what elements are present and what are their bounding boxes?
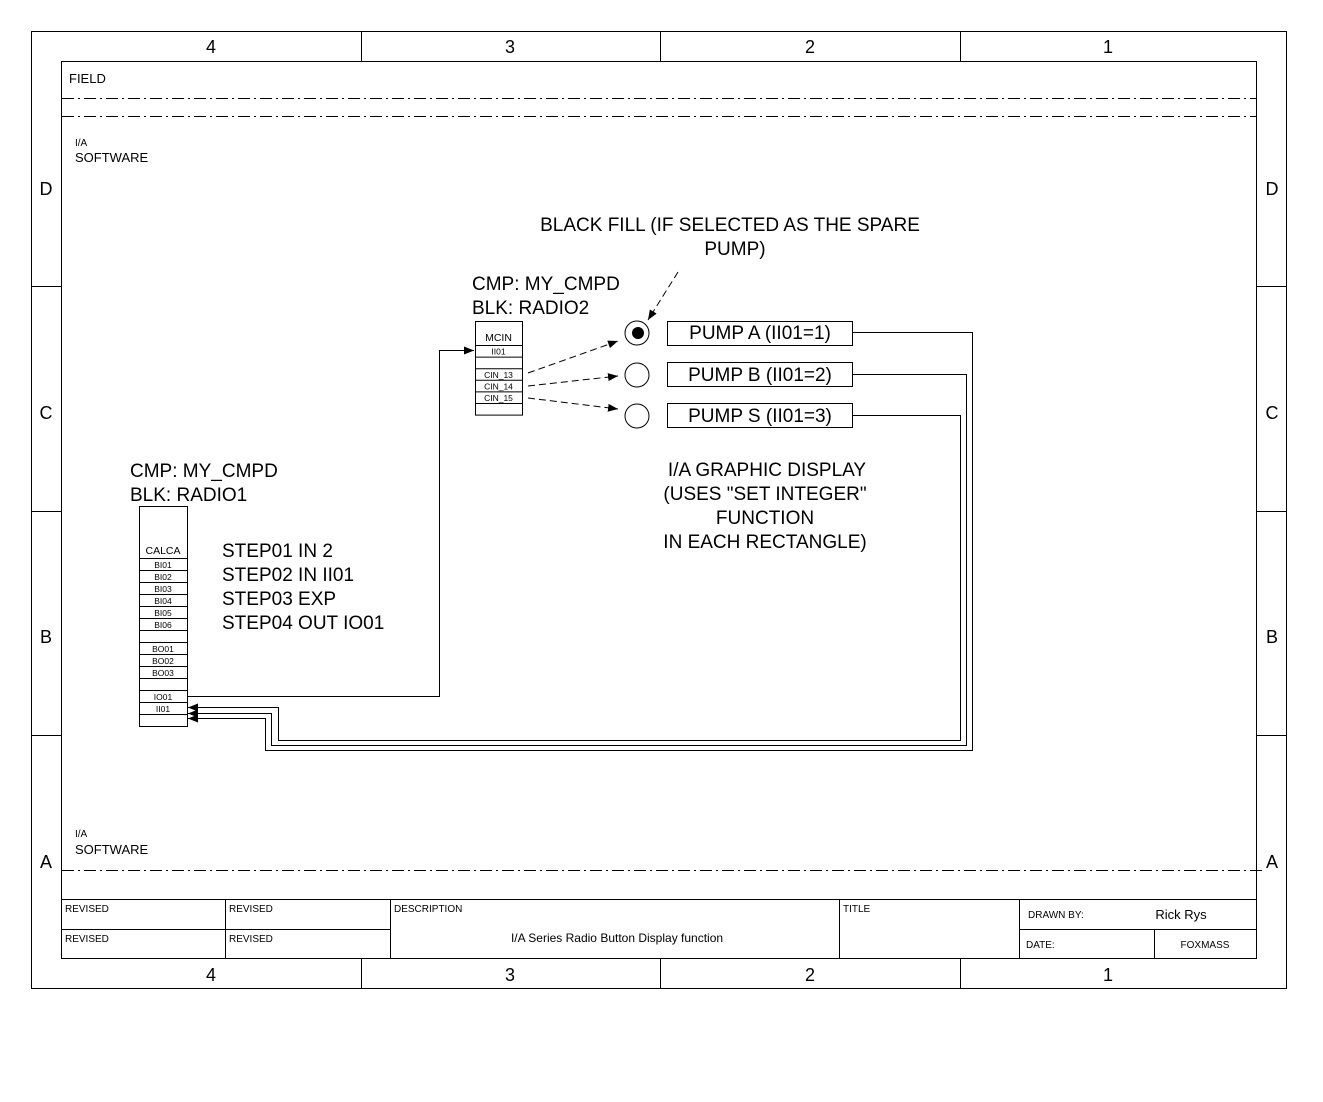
row-label-b-right: B [1266,627,1278,647]
col-label-4-top: 4 [206,37,216,57]
description-value: I/A Series Radio Button Display function [511,931,723,945]
row-label-a-left: A [40,852,52,872]
radio1-parameter-bo01: BO01 [152,644,174,654]
radio2-cmp-label: CMP: MY_CMPD [472,274,620,295]
drawn-by-value: Rick Rys [1155,907,1207,922]
pump-a-feedback-wire [188,332,973,751]
description-label: DESCRIPTION [394,904,462,915]
col-label-1-top: 1 [1103,37,1113,57]
pump-s-feedback-wire [188,415,961,741]
radio1-blk-label: BLK: RADIO1 [130,485,247,506]
radio-option-pump-a[interactable]: PUMP A (II01=1) [624,320,853,346]
black-fill-note-line1: BLACK FILL (IF SELECTED AS THE SPARE [540,215,920,236]
connection-wires [188,332,973,751]
graphic-note-line4: IN EACH RECTANGLE) [663,532,866,553]
outer-border [31,31,1287,989]
radio1-parameter-bi06: BI06 [154,620,172,630]
col-label-3-top: 3 [505,37,515,57]
drawn-by-label: DRAWN BY: [1028,910,1084,921]
col-label-1-bottom: 1 [1103,965,1113,985]
inner-frame [61,61,1257,959]
graphic-note-line1: I/A GRAPHIC DISPLAY [668,460,866,481]
step-line-4: STEP04 OUT IO01 [222,613,384,634]
radio2-parameter-cin_14: CIN_14 [484,381,513,391]
radio-circle-pump-b[interactable] [624,362,650,388]
revised-label-4: REVISED [229,934,273,945]
radio1-parameter-bi05: BI05 [154,608,172,618]
radio2-type-label: MCIN [485,332,512,344]
zone-dividers [31,31,1287,989]
revised-label-2: REVISED [229,904,273,915]
io01-to-ii01-wire [188,346,474,697]
col-label-4-bottom: 4 [206,965,216,985]
row-label-a-right: A [1266,852,1278,872]
title-block [62,899,1256,959]
row-labels-left: D C B A [40,179,53,872]
row-labels-right: D C B A [1266,179,1279,872]
row-label-d-right: D [1266,179,1279,199]
col-label-3-bottom: 3 [505,965,515,985]
radio1-parameter-bo03: BO03 [152,668,174,678]
radio1-parameter-io01: IO01 [154,692,173,702]
band-lines [62,98,1266,871]
pump-s-label: PUMP S (II01=3) [688,406,832,427]
pump-s-rectangle[interactable] [667,403,853,428]
col-label-2-top: 2 [805,37,815,57]
radio-dot-pump-a [632,327,644,339]
radio1-block-outline [139,506,188,727]
radio-button-group: PUMP A (II01=1) PUMP B (II01=2) PUMP S (… [624,320,853,429]
bottom-software-ia: I/A [75,829,88,840]
graphic-note-line2: (USES "SET INTEGER" [663,484,866,505]
radio1-type-label: CALCA [145,545,180,557]
date-label: DATE: [1026,940,1055,951]
radio-circle-pump-s[interactable] [624,403,650,429]
field-band-label: FIELD [69,71,106,86]
pump-a-label: PUMP A (II01=1) [689,323,831,344]
pump-b-feedback-wire [188,374,967,746]
radio1-parameter-bi03: BI03 [154,584,172,594]
column-labels-top: 4 3 2 1 [206,37,1113,57]
radio2-blk-label: BLK: RADIO2 [472,298,589,319]
pump-b-rectangle[interactable] [667,362,853,387]
title-label: TITLE [843,904,871,915]
revised-label-3: REVISED [65,934,109,945]
graphic-note-line3: FUNCTION [716,508,814,529]
pump-a-rectangle[interactable] [667,321,853,346]
row-label-c-right: C [1266,403,1279,423]
row-label-c-left: C [40,403,53,423]
radio1-parameter-bi04: BI04 [154,596,172,606]
top-software-label: SOFTWARE [75,150,149,165]
radio1-cmp-label: CMP: MY_CMPD [130,461,278,482]
bottom-software-label: SOFTWARE [75,842,149,857]
step-line-2: STEP02 IN II01 [222,565,354,586]
col-label-2-bottom: 2 [805,965,815,985]
step-line-1: STEP01 IN 2 [222,541,333,562]
pump-b-label: PUMP B (II01=2) [688,365,832,386]
radio2-parameter-cin_13: CIN_13 [484,370,513,380]
company-value: FOXMASS [1181,940,1230,951]
radio-option-pump-b[interactable]: PUMP B (II01=2) [624,362,853,388]
radio1-parameter-bi01: BI01 [154,560,172,570]
step-line-3: STEP03 EXP [222,589,336,610]
revised-label-1: REVISED [65,904,109,915]
radio1-block: CALCA BI01BI02BI03BI04BI05BI06BO01BO02BO0… [139,506,188,727]
black-fill-leader [647,271,679,321]
radio1-parameter-bi02: BI02 [154,572,172,582]
cin-arrows [527,340,619,412]
row-label-b-left: B [40,627,52,647]
radio2-parameter-ii01: II01 [491,347,505,357]
radio1-parameter-bo02: BO02 [152,656,174,666]
row-label-d-left: D [40,179,53,199]
column-labels-bottom: 4 3 2 1 [206,965,1113,985]
black-fill-note-line2: PUMP) [704,239,765,260]
radio-option-pump-s[interactable]: PUMP S (II01=3) [624,403,853,429]
radio2-parameter-cin_15: CIN_15 [484,393,513,403]
top-software-ia: I/A [75,138,88,149]
radio1-parameter-ii01: II01 [156,704,170,714]
